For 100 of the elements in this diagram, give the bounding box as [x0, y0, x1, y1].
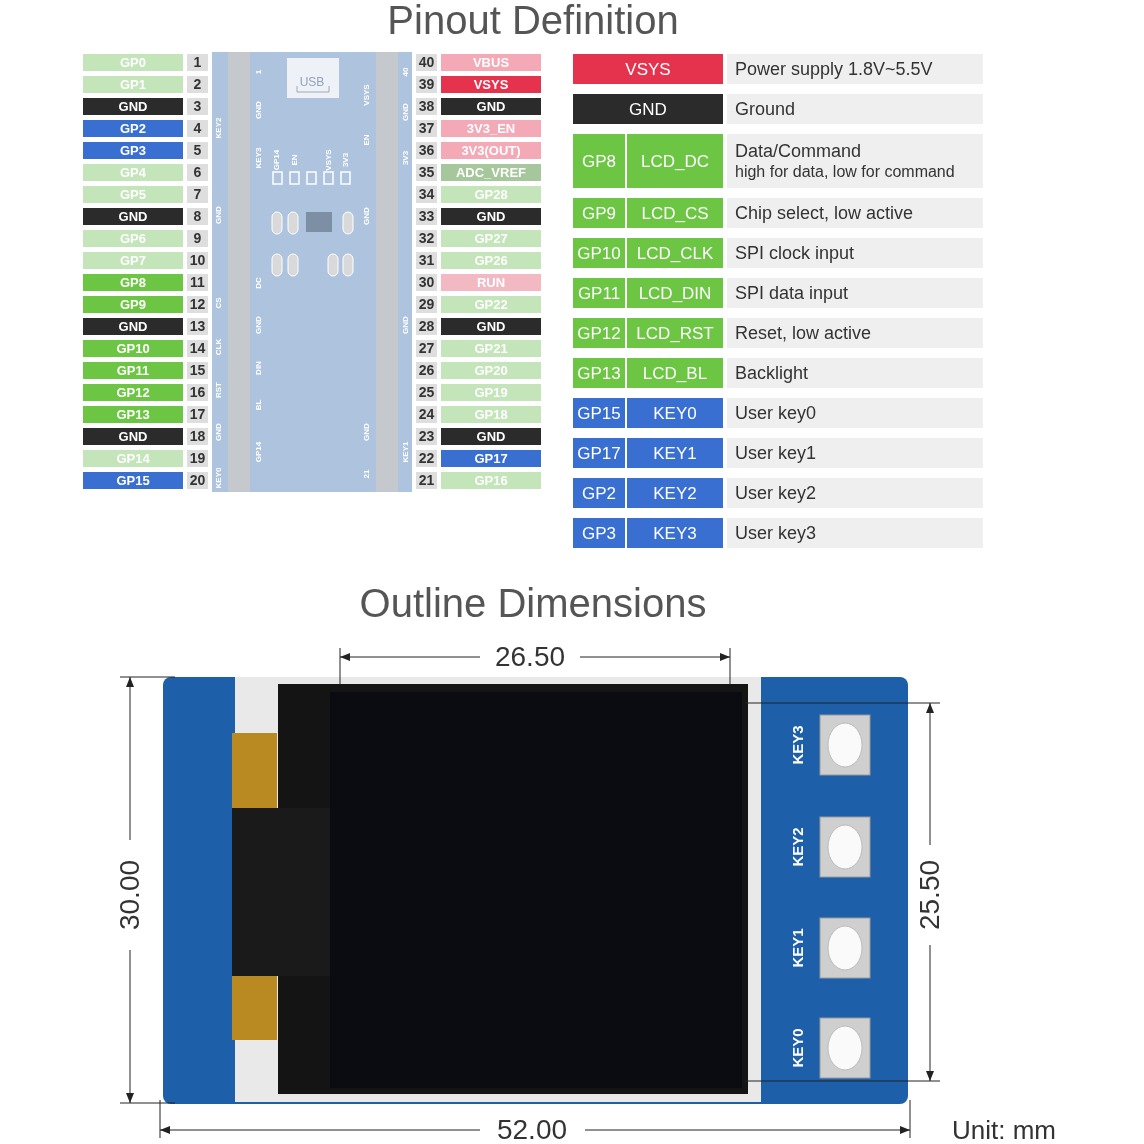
silkscreen-text: GND: [255, 316, 263, 334]
pin-label: GP11: [83, 361, 183, 379]
silkscreen-text: BL: [255, 399, 263, 411]
pin-number: 19: [187, 449, 208, 467]
signal-label: LCD_DIN: [627, 278, 723, 308]
pin-number: 2: [187, 75, 208, 93]
pin-label: GND: [83, 97, 183, 115]
silkscreen-text: KEY3: [255, 147, 263, 169]
pin-number: 14: [187, 339, 208, 357]
gpio-label: GP17: [573, 438, 625, 468]
pin-label: GP26: [441, 251, 541, 269]
gpio-label: GP15: [573, 398, 625, 428]
pin-number: 33: [416, 207, 437, 225]
pin-description: Power supply 1.8V~5.5V: [727, 54, 983, 84]
signal-label: KEY2: [627, 478, 723, 508]
pin-number: 30: [416, 273, 437, 291]
gpio-label: GP8: [573, 134, 625, 188]
pin-description: User key1: [727, 438, 983, 468]
pin-label: GP0: [83, 53, 183, 71]
signal-label: LCD_BL: [627, 358, 723, 388]
pin-label: GP7: [83, 251, 183, 269]
pin-label: GND: [441, 427, 541, 445]
gpio-label: GP9: [573, 198, 625, 228]
pin-number: 6: [187, 163, 208, 181]
dimension-label: 26.50: [494, 643, 566, 671]
pin-number: 32: [416, 229, 437, 247]
pin-label: RUN: [441, 273, 541, 291]
pin-label: GP19: [441, 383, 541, 401]
pin-number: 29: [416, 295, 437, 313]
pin-label: GP6: [83, 229, 183, 247]
pin-number: 24: [416, 405, 437, 423]
pin-description: Reset, low active: [727, 318, 983, 348]
pin-number: 12: [187, 295, 208, 313]
pin-number: 31: [416, 251, 437, 269]
gpio-label: GP12: [573, 318, 625, 348]
pin-number: 17: [187, 405, 208, 423]
pin-label: VBUS: [441, 53, 541, 71]
silkscreen-text: USB: [299, 76, 325, 88]
pin-label: GND: [83, 427, 183, 445]
pin-label: GND: [441, 97, 541, 115]
silkscreen-text: GND: [402, 103, 410, 121]
pin-description: Data/Command: [735, 139, 863, 163]
pin-description: User key3: [727, 518, 983, 548]
signal-label: KEY3: [627, 518, 723, 548]
silkscreen-text: GND: [402, 316, 410, 334]
pin-description: User key0: [727, 398, 983, 428]
pin-number: 16: [187, 383, 208, 401]
pin-number: 1: [187, 53, 208, 71]
pin-number: 26: [416, 361, 437, 379]
pin-number: 5: [187, 141, 208, 159]
signal-label: LCD_CLK: [627, 238, 723, 268]
silkscreen-text: GND: [363, 423, 371, 441]
key-label: KEY1: [789, 928, 805, 968]
gpio-label: GP2: [573, 478, 625, 508]
silkscreen-text: GP14: [273, 149, 281, 171]
dimension-label: 52.00: [496, 1116, 568, 1144]
pin-number: 25: [416, 383, 437, 401]
key-label: KEY2: [789, 827, 805, 867]
pin-label: GND: [83, 207, 183, 225]
pin-label: 3V3(OUT): [441, 141, 541, 159]
signal-label: LCD_DC: [627, 134, 723, 188]
pin-label: GP8: [83, 273, 183, 291]
pin-description: SPI clock input: [727, 238, 983, 268]
gpio-label: GP3: [573, 518, 625, 548]
pin-label: GP28: [441, 185, 541, 203]
silkscreen-text: GP14: [255, 441, 263, 463]
silkscreen-text: 3V3: [342, 152, 350, 168]
silkscreen-text: CLK: [215, 338, 223, 356]
pin-label: GP4: [83, 163, 183, 181]
section-heading: Outline Dimensions: [359, 583, 707, 623]
gpio-label: GP11: [573, 278, 625, 308]
pin-number: 36: [416, 141, 437, 159]
signal-label: KEY1: [627, 438, 723, 468]
pin-number: 22: [416, 449, 437, 467]
pin-label: GP5: [83, 185, 183, 203]
pin-number: 4: [187, 119, 208, 137]
silkscreen-text: RST: [215, 382, 223, 398]
pin-label: VSYS: [573, 54, 723, 84]
dimension-label: 25.50: [916, 859, 944, 931]
pin-description: User key2: [727, 478, 983, 508]
silkscreen-text: EN: [291, 154, 299, 166]
pin-description: Chip select, low active: [727, 198, 983, 228]
pin-label: GP12: [83, 383, 183, 401]
pin-number: 10: [187, 251, 208, 269]
pin-number: 35: [416, 163, 437, 181]
silkscreen-text: 1: [255, 69, 263, 75]
pin-label: ADC_VREF: [441, 163, 541, 181]
pin-label: GP17: [441, 449, 541, 467]
unit-note: Unit: mm: [952, 1117, 1056, 1143]
pin-label: GP22: [441, 295, 541, 313]
pin-label: GND: [573, 94, 723, 124]
pin-label: GP13: [83, 405, 183, 423]
pin-number: 8: [187, 207, 208, 225]
pin-number: 21: [416, 471, 437, 489]
pin-description: SPI data input: [727, 278, 983, 308]
pin-number: 27: [416, 339, 437, 357]
silkscreen-text: 21: [363, 469, 371, 479]
pin-number: 7: [187, 185, 208, 203]
silkscreen-text: DIN: [255, 361, 263, 375]
gpio-label: GP13: [573, 358, 625, 388]
